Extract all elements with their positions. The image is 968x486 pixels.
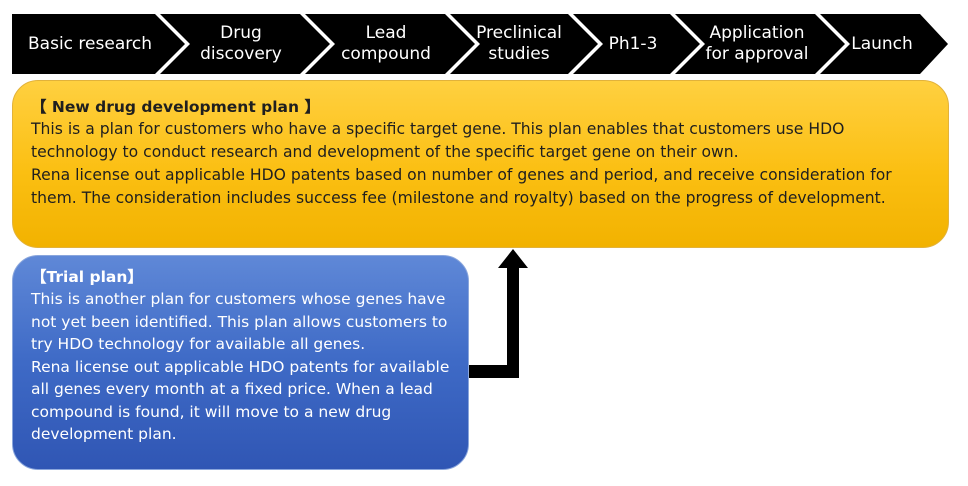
stage-chevron-launch <box>820 14 948 74</box>
stage-label-lead-compound: Lead compound <box>341 23 431 64</box>
stage-chevron-drug-discovery <box>160 14 330 74</box>
stage-label-preclinical-studies: Preclinical studies <box>476 23 562 64</box>
stage-label-launch: Launch <box>851 33 913 54</box>
trial-plan-paragraph-1: This is another plan for customers whose… <box>31 290 448 353</box>
new-drug-plan-paragraph-1: This is a plan for customers who have a … <box>31 120 845 161</box>
stage-chevron-lead-compound <box>305 14 475 74</box>
stage-label-ph1-3: Ph1-3 <box>608 33 658 54</box>
stage-label-application-for-approval: Application for approval <box>705 23 809 64</box>
trial-plan-box: 【Trial plan】 This is another plan for cu… <box>12 255 469 470</box>
arrow-shape <box>469 249 528 378</box>
new-drug-plan-title: 【 New drug development plan 】 <box>31 98 320 116</box>
stage-chevron-application <box>675 14 845 74</box>
new-drug-plan-paragraph-2: Rena license out applicable HDO patents … <box>31 166 892 207</box>
stage-label-basic-research: Basic research <box>28 33 152 54</box>
stage-chevron-basic-research <box>12 14 185 74</box>
stage-chevron-ph1-3 <box>573 14 700 74</box>
stage-label-drug-discovery: Drug discovery <box>200 23 282 64</box>
new-drug-development-plan-box: 【 New drug development plan 】 This is a … <box>12 80 949 248</box>
trial-plan-title: 【Trial plan】 <box>31 268 143 286</box>
development-stage-pipeline <box>12 14 948 74</box>
trial-plan-paragraph-2: Rena license out applicable HDO patents … <box>31 357 450 444</box>
stage-chevron-preclinical <box>450 14 598 74</box>
